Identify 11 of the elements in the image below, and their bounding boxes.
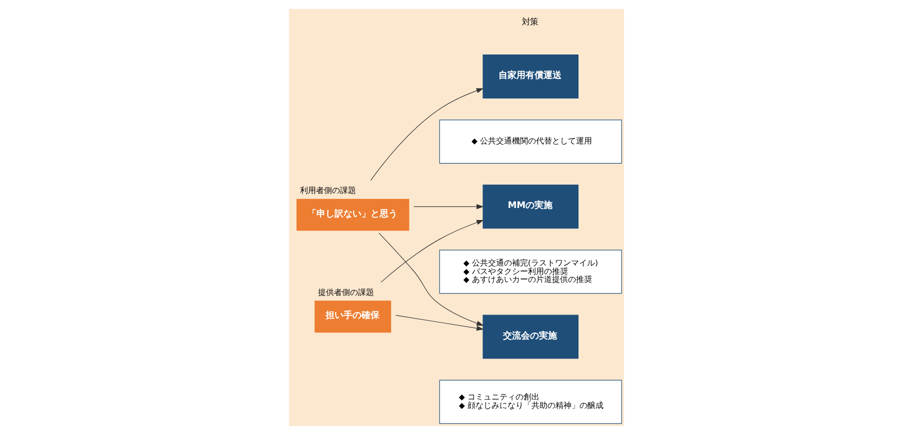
arrow [378,232,484,326]
label: 対策 [521,16,538,26]
node-box: 交流会の実施 [482,314,578,358]
node-box: MMの実施 [482,184,578,228]
arrow [412,204,484,209]
arrow [380,219,484,282]
arrow [370,88,484,180]
node-box: 自家用有償運送 [482,54,578,98]
arrow [394,314,484,330]
node-box: 担い手の確保 [314,300,391,332]
node-box: 「申し訳ない」と思う [296,198,409,230]
